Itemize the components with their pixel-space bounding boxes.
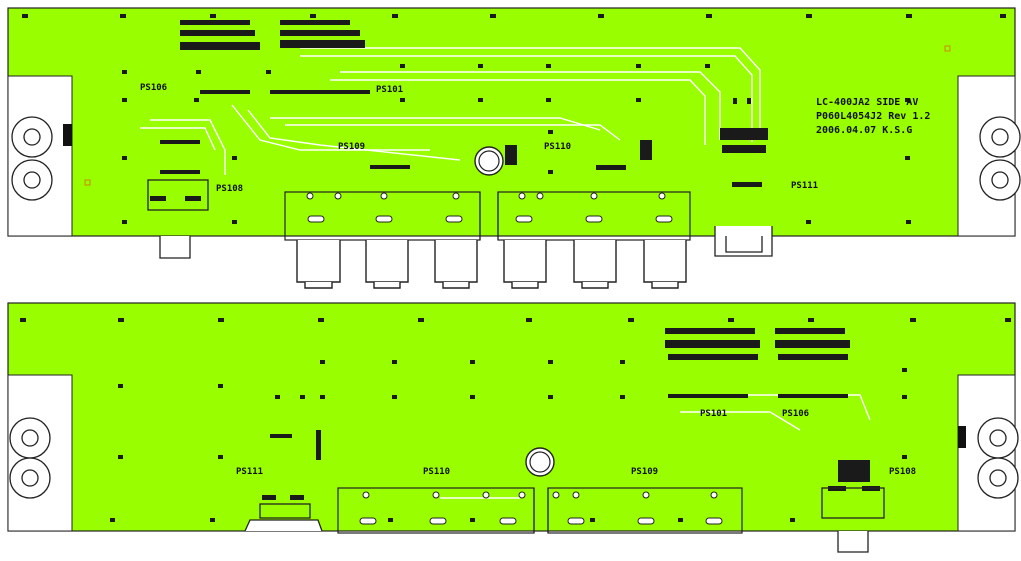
label-ps111-bottom: PS111 [236,467,263,477]
label-ps110-bottom: PS110 [423,467,450,477]
top-components [150,20,768,201]
label-ps108-top: PS108 [216,184,243,194]
bottom-holes [9,417,1019,499]
bottom-board-outline [7,302,1016,532]
bottom-board: PS101 PS106 PS111 PS110 PS109 PS108 [7,302,1019,553]
label-ps106-top: PS106 [140,83,167,93]
board-info-line-3: 2006.04.07 K.S.G [816,125,912,136]
label-ps101-top: PS101 [376,85,403,95]
board-info-line-1: LC-400JA2 SIDE AV [816,97,918,108]
top-pads [22,14,1006,224]
top-board-outline [7,7,1016,237]
bottom-jack-block [337,487,743,534]
top-rca-jacks [296,240,687,289]
label-ps110-top: PS110 [544,142,571,152]
top-center-hole [474,146,504,176]
label-ps109-top: PS109 [338,142,365,152]
bottom-center-hole [525,447,555,477]
bottom-pads [20,318,1011,522]
bottom-small-connectors [244,487,885,553]
board-info-line-2: P060L4054J2 Rev 1.2 [816,111,930,122]
top-traces [140,47,761,175]
top-small-connectors [147,179,773,259]
top-board: PS106 PS101 PS109 PS110 PS108 PS111 LC-4… [7,7,1021,289]
board-info-text: LC-400JA2 SIDE AV P060L4054J2 Rev 1.2 20… [816,97,930,136]
bottom-jack-pads [359,491,723,525]
top-left-holes [11,116,1021,201]
label-ps111-top: PS111 [791,181,818,191]
top-jack-pads [306,192,673,223]
label-ps108-bottom: PS108 [889,467,916,477]
label-ps106-bottom: PS106 [782,409,809,419]
label-ps101-bottom: PS101 [700,409,727,419]
label-ps109-bottom: PS109 [631,467,658,477]
bottom-components [262,328,880,500]
